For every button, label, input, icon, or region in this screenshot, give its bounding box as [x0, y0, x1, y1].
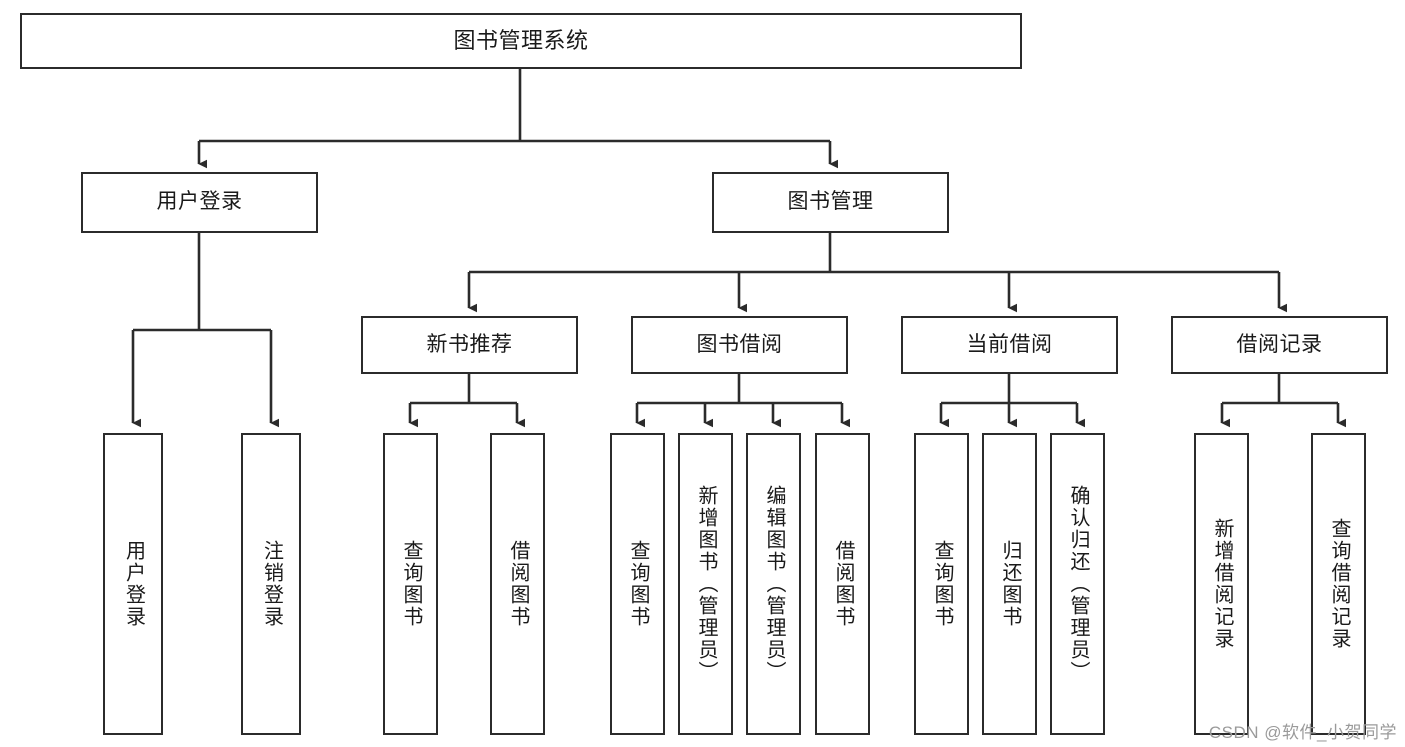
node-leaf-borrow-book-1[interactable]: 借阅图书: [490, 433, 545, 735]
node-book-borrow[interactable]: 图书借阅: [631, 316, 848, 374]
node-leaf-add-book[interactable]: 新增图书（管理员）: [678, 433, 733, 735]
node-root-label: 图书管理系统: [453, 28, 589, 54]
node-leaf-query-book-2-label: 查询图书: [627, 540, 649, 628]
node-new-book-rec[interactable]: 新书推荐: [361, 316, 578, 374]
node-user-login[interactable]: 用户登录: [81, 172, 318, 233]
node-leaf-user-login-label: 用户登录: [122, 540, 145, 628]
csdn-watermark: CSDN @软件_小贺同学: [1208, 723, 1397, 742]
node-leaf-add-record-label: 新增借阅记录: [1211, 518, 1233, 650]
node-leaf-query-book-1-label: 查询图书: [400, 540, 422, 628]
node-leaf-query-record[interactable]: 查询借阅记录: [1311, 433, 1366, 735]
node-leaf-user-logout[interactable]: 注销登录: [241, 433, 301, 735]
node-leaf-edit-book[interactable]: 编辑图书（管理员）: [746, 433, 801, 735]
node-leaf-add-record[interactable]: 新增借阅记录: [1194, 433, 1249, 735]
node-root[interactable]: 图书管理系统: [20, 13, 1022, 69]
node-leaf-query-book-2[interactable]: 查询图书: [610, 433, 665, 735]
node-book-manage-label: 图书管理: [787, 190, 874, 214]
node-leaf-borrow-book-1-label: 借阅图书: [507, 540, 529, 628]
node-leaf-query-book-1[interactable]: 查询图书: [383, 433, 438, 735]
node-current-borrow[interactable]: 当前借阅: [901, 316, 1118, 374]
node-leaf-edit-book-label: 编辑图书（管理员）: [763, 485, 785, 683]
node-leaf-confirm-return[interactable]: 确认归还（管理员）: [1050, 433, 1105, 735]
node-new-book-rec-label: 新书推荐: [426, 332, 513, 356]
node-leaf-borrow-book-2[interactable]: 借阅图书: [815, 433, 870, 735]
node-leaf-query-book-3-label: 查询图书: [931, 540, 953, 628]
node-leaf-return-book[interactable]: 归还图书: [982, 433, 1037, 735]
node-leaf-query-record-label: 查询借阅记录: [1328, 518, 1350, 650]
node-leaf-user-logout-label: 注销登录: [260, 540, 283, 628]
node-leaf-user-login[interactable]: 用户登录: [103, 433, 163, 735]
node-leaf-query-book-3[interactable]: 查询图书: [914, 433, 969, 735]
node-borrow-record[interactable]: 借阅记录: [1171, 316, 1388, 374]
node-leaf-add-book-label: 新增图书（管理员）: [695, 485, 717, 683]
node-leaf-confirm-return-label: 确认归还（管理员）: [1067, 485, 1089, 683]
node-user-login-label: 用户登录: [156, 190, 243, 214]
node-leaf-borrow-book-2-label: 借阅图书: [832, 540, 854, 628]
node-book-manage[interactable]: 图书管理: [712, 172, 949, 233]
node-book-borrow-label: 图书借阅: [696, 332, 783, 356]
node-leaf-return-book-label: 归还图书: [999, 540, 1021, 628]
node-current-borrow-label: 当前借阅: [966, 332, 1053, 356]
node-borrow-record-label: 借阅记录: [1236, 332, 1323, 356]
